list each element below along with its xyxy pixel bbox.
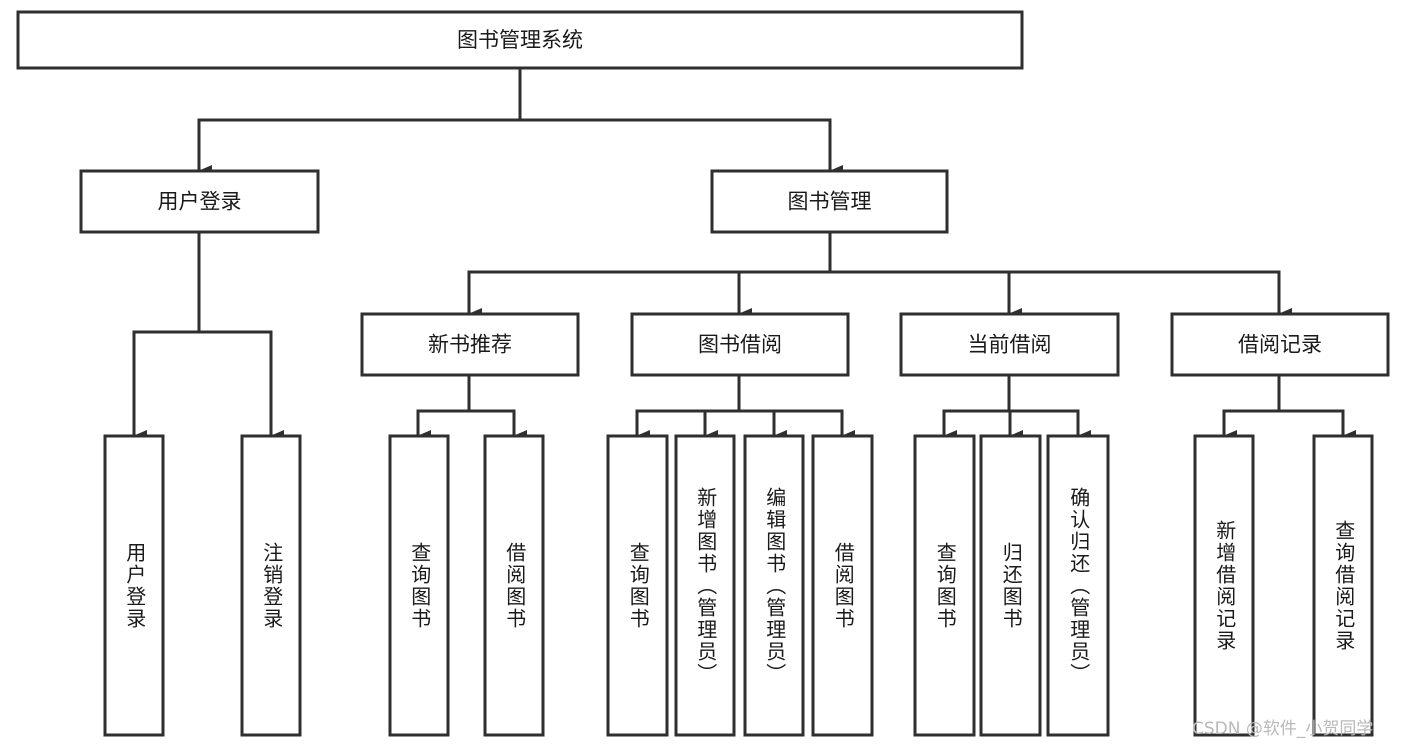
node-root[interactable]: 图书管理系统 (16, 10, 1024, 70)
node-root-box[interactable] (16, 10, 1024, 70)
csdn-watermark: CSDN @软件_小贺同学 (1192, 719, 1374, 739)
node-leaf-10[interactable] (979, 434, 1042, 737)
node-leaf-5[interactable] (606, 434, 669, 737)
node-level2-3-box[interactable] (899, 312, 1120, 377)
node-leaf-9-box[interactable] (913, 434, 976, 737)
node-level2-4[interactable]: 借阅记录 (1170, 312, 1390, 377)
node-leaf-5-box[interactable] (606, 434, 669, 737)
node-leaf-2-box[interactable] (240, 434, 302, 737)
node-level2-1-box[interactable] (360, 312, 580, 377)
node-leaf-11-box[interactable] (1046, 434, 1110, 737)
node-leaf-9[interactable] (913, 434, 976, 737)
node-level1-2-label: 图书管理 (788, 190, 872, 214)
node-leaf-1[interactable] (103, 434, 165, 737)
node-leaf-4[interactable] (483, 434, 545, 737)
node-level1-1[interactable]: 用户登录 (79, 169, 320, 234)
node-leaf-3[interactable] (388, 434, 450, 737)
node-leaf-4-box[interactable] (483, 434, 545, 737)
node-level2-1[interactable]: 新书推荐 (360, 312, 580, 377)
node-leaf-6-box[interactable] (674, 434, 736, 737)
node-level2-3-label: 当前借阅 (968, 333, 1052, 357)
node-leaf-6[interactable] (674, 434, 736, 737)
connector-layer (132, 66, 1356, 442)
node-leaf-11[interactable] (1046, 434, 1110, 737)
node-leaf-12-box[interactable] (1193, 434, 1255, 737)
node-leaf-2[interactable] (240, 434, 302, 737)
node-leaf-3-box[interactable] (388, 434, 450, 737)
node-leaf-1-box[interactable] (103, 434, 165, 737)
node-leaf-10-box[interactable] (979, 434, 1042, 737)
node-root-label: 图书管理系统 (457, 28, 583, 52)
node-level1-2-box[interactable] (710, 169, 949, 234)
node-level2-2-box[interactable] (630, 312, 850, 377)
node-level1-1-box[interactable] (79, 169, 320, 234)
node-leaf-13[interactable] (1312, 434, 1374, 737)
node-leaf-7[interactable] (743, 434, 805, 737)
node-leaf-8[interactable] (811, 434, 874, 737)
node-level1-2[interactable]: 图书管理 (710, 169, 949, 234)
node-leaf-7-box[interactable] (743, 434, 805, 737)
node-leaf-8-box[interactable] (811, 434, 874, 737)
node-level1-1-label: 用户登录 (158, 190, 242, 214)
node-level2-1-label: 新书推荐 (428, 333, 512, 357)
node-leaf-13-box[interactable] (1312, 434, 1374, 737)
node-level2-4-label: 借阅记录 (1238, 333, 1322, 357)
node-leaf-12[interactable] (1193, 434, 1255, 737)
node-level2-3[interactable]: 当前借阅 (899, 312, 1120, 377)
node-level2-2[interactable]: 图书借阅 (630, 312, 850, 377)
node-level2-2-label: 图书借阅 (698, 333, 782, 357)
node-level2-4-box[interactable] (1170, 312, 1390, 377)
